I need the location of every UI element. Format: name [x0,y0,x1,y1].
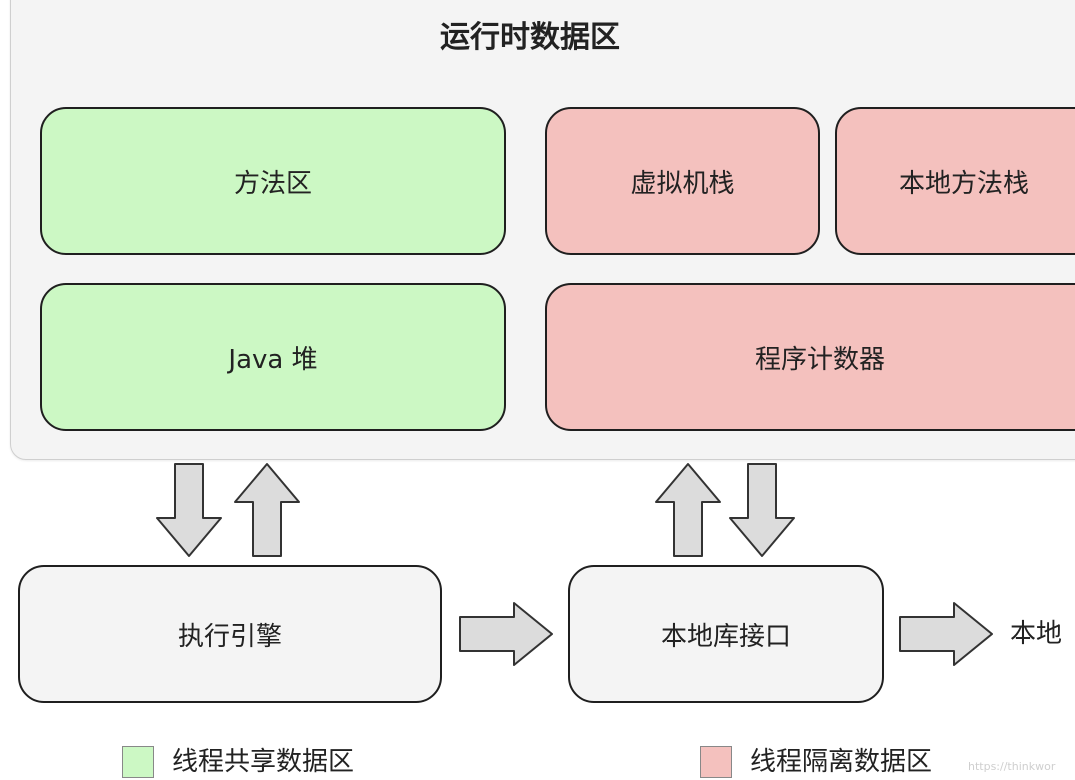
isolated-legend-label: 线程隔离数据区 [750,747,933,777]
heap-box: Java 堆 [40,283,506,431]
program-counter-label: 程序计数器 [755,344,886,375]
right-arrow-icon [459,602,553,666]
down-arrow-icon [156,463,222,557]
native-library-label: 本地 [1010,619,1063,649]
native-method-stack-label: 本地方法栈 [899,168,1030,199]
down-arrow-icon [729,463,795,557]
right-arrow-icon [899,602,993,666]
up-arrow-icon [234,463,300,557]
execution-engine-box: 执行引擎 [18,565,442,703]
program-counter-box: 程序计数器 [545,283,1075,431]
shared-legend-swatch [122,746,154,778]
native-interface-box: 本地库接口 [568,565,884,703]
execution-engine-label: 执行引擎 [177,621,282,652]
vm-stack-label: 虚拟机栈 [630,168,735,199]
native-interface-label: 本地库接口 [660,621,791,652]
heap-label: Java 堆 [228,344,318,375]
watermark: https://thinkwor [968,760,1056,773]
shared-legend-label: 线程共享数据区 [172,747,355,777]
native-method-stack-box: 本地方法栈 [835,107,1075,255]
isolated-legend-swatch [700,746,732,778]
runtime-data-area-title: 运行时数据区 [440,20,620,55]
vm-stack-box: 虚拟机栈 [545,107,820,255]
method-area-box: 方法区 [40,107,506,255]
up-arrow-icon [655,463,721,557]
method-area-label: 方法区 [233,168,312,199]
